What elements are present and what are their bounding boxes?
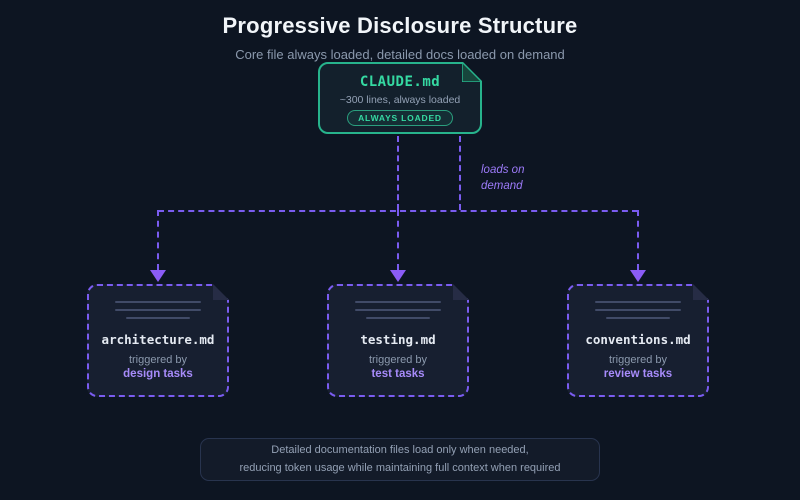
page-fold-icon (453, 284, 469, 300)
claude-md-card: CLAUDE.md ~300 lines, always loaded ALWA… (318, 62, 482, 134)
page-title: Progressive Disclosure Structure (222, 13, 578, 38)
page-fold-icon (693, 284, 709, 300)
page-subtitle: Core file always loaded, detailed docs l… (235, 47, 565, 62)
always-loaded-badge: ALWAYS LOADED (347, 110, 453, 126)
connector-demand-stub (459, 136, 461, 210)
document-text-line (126, 317, 190, 319)
testing-card: testing.md triggered by test tasks (327, 284, 469, 397)
connector-right-branch (637, 210, 639, 270)
page-fold-icon (462, 62, 482, 82)
root-meta: ~300 lines, always loaded (339, 94, 461, 106)
footer-line-2: reducing token usage while maintaining f… (239, 461, 561, 474)
page-fold-icon (213, 284, 229, 300)
document-text-line (115, 309, 201, 311)
child-filename: architecture.md (101, 332, 215, 347)
trigger-prefix: triggered by (368, 354, 428, 366)
trigger-label: design tasks (123, 368, 193, 380)
child-filename: conventions.md (585, 332, 691, 347)
architecture-card: architecture.md triggered by design task… (87, 284, 229, 397)
document-text-line (606, 317, 670, 319)
loads-on-demand-label: loads on demand (481, 164, 525, 192)
document-text-line (355, 309, 441, 311)
footer-note: Detailed documentation files load only w… (200, 438, 600, 481)
arrow-down-icon (630, 270, 646, 282)
connector-mid-branch (397, 210, 399, 270)
footer-line-1: Detailed documentation files load only w… (271, 444, 529, 457)
document-text-line (115, 301, 201, 303)
arrow-down-icon (390, 270, 406, 282)
arrow-down-icon (150, 270, 166, 282)
document-text-line (355, 301, 441, 303)
root-filename: CLAUDE.md (359, 74, 441, 90)
trigger-label: test tasks (371, 368, 425, 380)
document-text-line (366, 317, 430, 319)
connector-root-stub (397, 136, 399, 210)
connector-left-branch (157, 210, 159, 270)
trigger-prefix: triggered by (608, 354, 668, 366)
trigger-prefix: triggered by (128, 354, 188, 366)
document-text-line (595, 301, 681, 303)
conventions-card: conventions.md triggered by review tasks (567, 284, 709, 397)
document-text-line (595, 309, 681, 311)
trigger-label: review tasks (603, 368, 673, 380)
child-filename: testing.md (360, 332, 436, 347)
